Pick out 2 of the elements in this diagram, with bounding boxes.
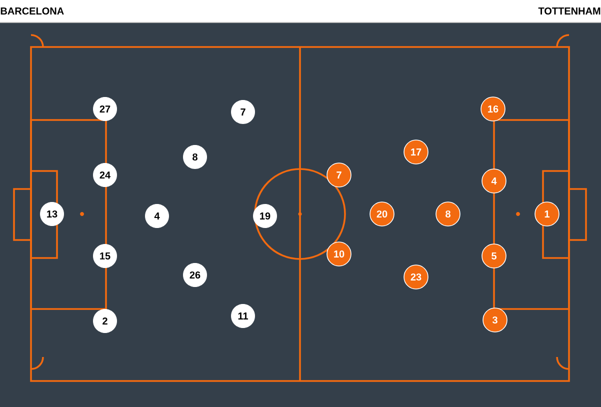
team-name: TOTTENHAM: [538, 7, 600, 15]
team-name: BARCELONA: [0, 7, 64, 15]
